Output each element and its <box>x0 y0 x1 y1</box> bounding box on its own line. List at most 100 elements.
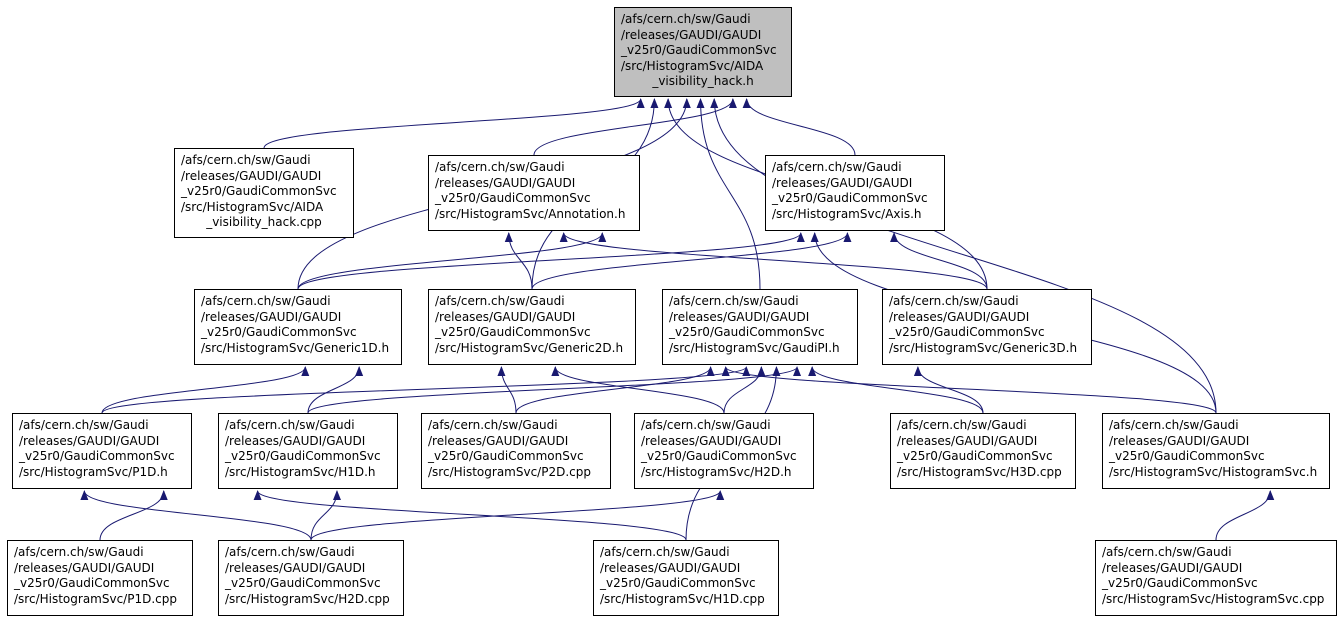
node-label-line: /src/HistogramSvc/Axis.h <box>772 206 922 221</box>
edge-annotation-to-aida_h <box>533 98 737 156</box>
node-h1d-h[interactable]: /afs/cern.ch/sw/Gaudi/releases/GAUDI/GAU… <box>218 413 398 489</box>
node-label-line: /src/HistogramSvc/H1D.h <box>225 464 376 479</box>
node-label-line: _v25r0/GaudiCommonSvc <box>181 184 337 198</box>
node-label-line: /src/HistogramSvc/Generic2D.h <box>435 340 624 355</box>
node-label-line: /afs/cern.ch/sw/Gaudi <box>225 545 355 559</box>
node-label-line: /releases/GAUDI/GAUDI <box>669 309 810 324</box>
node-label-line: _v25r0/GaudiCommonSvc <box>621 43 777 57</box>
node-label-line: /afs/cern.ch/sw/Gaudi <box>435 294 565 308</box>
node-label-line: _v25r0/GaudiCommonSvc <box>14 576 170 590</box>
edge-gaudipi-to-aida_h <box>696 98 761 290</box>
node-h2d-h[interactable]: /afs/cern.ch/sw/Gaudi/releases/GAUDI/GAU… <box>634 413 814 489</box>
edge-axis-to-aida_h <box>742 98 856 156</box>
node-gaudipi-h[interactable]: /afs/cern.ch/sw/Gaudi/releases/GAUDI/GAU… <box>662 289 858 365</box>
node-label-line: /releases/GAUDI/GAUDI <box>19 433 160 448</box>
node-aida-visibility-hack-h[interactable]: /afs/cern.ch/sw/Gaudi/releases/GAUDI/GAU… <box>614 7 792 97</box>
node-p1d-cpp[interactable]: /afs/cern.ch/sw/Gaudi/releases/GAUDI/GAU… <box>7 540 193 616</box>
node-label-line: /afs/cern.ch/sw/Gaudi <box>428 418 558 432</box>
node-histogramsvc-cpp[interactable]: /afs/cern.ch/sw/Gaudi/releases/GAUDI/GAU… <box>1095 540 1337 616</box>
node-p2d-cpp[interactable]: /afs/cern.ch/sw/Gaudi/releases/GAUDI/GAU… <box>421 413 611 489</box>
node-label-line: /src/HistogramSvc/H3D.cpp <box>897 464 1062 479</box>
node-label-line: /releases/GAUDI/GAUDI <box>225 560 366 575</box>
node-label-line: /afs/cern.ch/sw/Gaudi <box>669 294 799 308</box>
node-label-line: /releases/GAUDI/GAUDI <box>201 309 342 324</box>
node-label-line: /releases/GAUDI/GAUDI <box>621 27 762 42</box>
node-label-line: /src/HistogramSvc/P1D.cpp <box>14 591 177 606</box>
node-label-line: _visibility_hack.cpp <box>206 215 322 229</box>
edge-generic2d-to-annotation <box>504 232 533 290</box>
node-label-line: /afs/cern.ch/sw/Gaudi <box>201 294 331 308</box>
edge-h3d_cpp-to-generic3d <box>913 366 984 414</box>
node-label-line: /src/HistogramSvc/HistogramSvc.cpp <box>1102 591 1325 606</box>
node-label-line: /releases/GAUDI/GAUDI <box>641 433 782 448</box>
node-annotation-h[interactable]: /afs/cern.ch/sw/Gaudi/releases/GAUDI/GAU… <box>428 155 640 231</box>
edge-generic3d-to-axis <box>890 232 988 290</box>
edge-aida_cpp-to-aida_h <box>263 98 645 149</box>
node-label-line: /releases/GAUDI/GAUDI <box>889 309 1030 324</box>
node-label-line: /afs/cern.ch/sw/Gaudi <box>1109 418 1239 432</box>
node-label-line: /releases/GAUDI/GAUDI <box>181 168 322 183</box>
node-label-line: /releases/GAUDI/GAUDI <box>1109 433 1250 448</box>
node-h3d-cpp[interactable]: /afs/cern.ch/sw/Gaudi/releases/GAUDI/GAU… <box>890 413 1076 489</box>
node-label-line: /releases/GAUDI/GAUDI <box>225 433 366 448</box>
node-label-line: /afs/cern.ch/sw/Gaudi <box>621 12 751 26</box>
edge-hsvc_h-to-aida_h <box>710 98 1217 414</box>
node-label-line: /src/HistogramSvc/Generic1D.h <box>201 340 390 355</box>
edge-p2d_cpp-to-generic2d <box>497 366 517 414</box>
node-label-line: /releases/GAUDI/GAUDI <box>1102 560 1243 575</box>
edge-hsvc_h-to-gaudipi <box>721 366 1217 414</box>
node-generic1d-h[interactable]: /afs/cern.ch/sw/Gaudi/releases/GAUDI/GAU… <box>194 289 402 365</box>
node-label-line: /releases/GAUDI/GAUDI <box>14 560 155 575</box>
edge-hsvc_cpp-to-hsvc_h <box>1215 490 1275 541</box>
edge-p1d_h-to-generic1d <box>101 366 310 414</box>
node-label-line: _v25r0/GaudiCommonSvc <box>225 576 381 590</box>
node-label-line: /src/HistogramSvc/AIDA <box>621 58 764 73</box>
node-label-line: _v25r0/GaudiCommonSvc <box>435 325 591 339</box>
node-label-line: /afs/cern.ch/sw/Gaudi <box>641 418 771 432</box>
node-label-line: _v25r0/GaudiCommonSvc <box>1102 576 1258 590</box>
node-p1d-h[interactable]: /afs/cern.ch/sw/Gaudi/releases/GAUDI/GAU… <box>12 413 192 489</box>
node-label-line: /afs/cern.ch/sw/Gaudi <box>772 160 902 174</box>
node-generic2d-h[interactable]: /afs/cern.ch/sw/Gaudi/releases/GAUDI/GAU… <box>428 289 636 365</box>
edge-h2d_cpp-to-p1d_h <box>80 490 312 541</box>
node-label-line: /releases/GAUDI/GAUDI <box>600 560 741 575</box>
edge-generic2d-to-axis <box>531 232 852 290</box>
node-label-line: _v25r0/GaudiCommonSvc <box>428 449 584 463</box>
node-label-line: /src/HistogramSvc/Annotation.h <box>435 206 626 221</box>
edge-h1d_h-to-generic1d <box>307 366 364 414</box>
edge-h2d_h-to-gaudipi <box>723 366 766 414</box>
node-generic3d-h[interactable]: /afs/cern.ch/sw/Gaudi/releases/GAUDI/GAU… <box>882 289 1092 365</box>
edge-h3d_cpp-to-gaudipi <box>808 366 984 414</box>
node-label-line: _v25r0/GaudiCommonSvc <box>19 449 175 463</box>
edge-generic3d-to-annotation <box>559 232 988 290</box>
node-h1d-cpp[interactable]: /afs/cern.ch/sw/Gaudi/releases/GAUDI/GAU… <box>593 540 779 616</box>
node-label-line: /releases/GAUDI/GAUDI <box>428 433 569 448</box>
edge-generic1d-to-axis <box>297 232 805 290</box>
node-label-line: /afs/cern.ch/sw/Gaudi <box>600 545 730 559</box>
node-h2d-cpp[interactable]: /afs/cern.ch/sw/Gaudi/releases/GAUDI/GAU… <box>218 540 404 616</box>
node-label-line: /src/HistogramSvc/H2D.h <box>641 464 792 479</box>
edge-h1d_h-to-gaudipi <box>307 366 801 414</box>
node-label-line: /afs/cern.ch/sw/Gaudi <box>1102 545 1232 559</box>
node-label-line: /afs/cern.ch/sw/Gaudi <box>889 294 1019 308</box>
node-label-line: /src/HistogramSvc/Generic3D.h <box>889 340 1078 355</box>
node-label-line: /releases/GAUDI/GAUDI <box>772 175 913 190</box>
node-label-line: _v25r0/GaudiCommonSvc <box>897 449 1053 463</box>
node-label-line: /afs/cern.ch/sw/Gaudi <box>435 160 565 174</box>
node-label-line: _v25r0/GaudiCommonSvc <box>772 191 928 205</box>
node-label-line: _v25r0/GaudiCommonSvc <box>225 449 381 463</box>
node-label-line: _v25r0/GaudiCommonSvc <box>600 576 756 590</box>
node-label-line: _v25r0/GaudiCommonSvc <box>201 325 357 339</box>
node-label-line: /src/HistogramSvc/H2D.cpp <box>225 591 390 606</box>
node-label-line: /releases/GAUDI/GAUDI <box>435 309 576 324</box>
node-label-line: /releases/GAUDI/GAUDI <box>435 175 576 190</box>
edge-generic1d-to-annotation <box>297 232 607 290</box>
node-aida-visibility-hack-cpp[interactable]: /afs/cern.ch/sw/Gaudi/releases/GAUDI/GAU… <box>174 148 354 238</box>
edge-p2d_cpp-to-gaudipi <box>515 366 715 414</box>
edge-h2d_cpp-to-h1d_h <box>310 490 341 541</box>
node-histogramsvc-h[interactable]: /afs/cern.ch/sw/Gaudi/releases/GAUDI/GAU… <box>1102 413 1330 489</box>
edge-p1d_cpp-to-p1d_h <box>99 490 168 541</box>
node-label-line: _v25r0/GaudiCommonSvc <box>435 191 591 205</box>
node-axis-h[interactable]: /afs/cern.ch/sw/Gaudi/releases/GAUDI/GAU… <box>765 155 945 231</box>
